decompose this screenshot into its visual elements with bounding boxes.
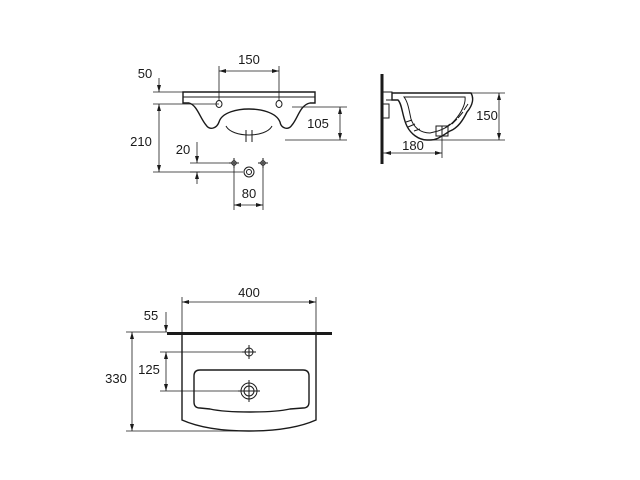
dim-label-projection: 180 bbox=[402, 138, 424, 153]
dim-label-shelf-offset: 55 bbox=[144, 308, 158, 323]
side-basin-inner bbox=[402, 96, 466, 134]
arrow-head bbox=[195, 172, 199, 179]
front-basin-outline bbox=[182, 91, 316, 129]
front-tap-hole-right bbox=[275, 100, 283, 108]
dim-label-width: 400 bbox=[238, 285, 260, 300]
arrow-head bbox=[164, 325, 168, 332]
plan-bowl-outline bbox=[193, 369, 310, 413]
arrow-head bbox=[164, 352, 168, 359]
arrow-head bbox=[157, 104, 161, 111]
plan-shelf-edge bbox=[167, 332, 332, 335]
dim-label-small-offset: 20 bbox=[176, 142, 190, 157]
arrow-head bbox=[234, 203, 241, 207]
arrow-head bbox=[497, 133, 501, 140]
dim-label-tap-to-drain: 125 bbox=[138, 362, 160, 377]
side-basin-outer bbox=[391, 92, 474, 141]
front-bowl-inner bbox=[225, 125, 273, 136]
dim-label-total-depth: 330 bbox=[105, 371, 127, 386]
arrow-head bbox=[497, 93, 501, 100]
arrow-head bbox=[164, 384, 168, 391]
arrow-head bbox=[130, 424, 134, 431]
dim-label-bowl-depth: 105 bbox=[307, 116, 329, 131]
arrow-head bbox=[256, 203, 263, 207]
arrow-head bbox=[309, 300, 316, 304]
arrow-head bbox=[219, 69, 226, 73]
dim-label-side-height: 150 bbox=[476, 108, 498, 123]
arrow-head bbox=[435, 151, 442, 155]
arrow-head bbox=[157, 165, 161, 172]
plan-view: 400 55 125 330 bbox=[105, 285, 332, 432]
arrow-head bbox=[338, 107, 342, 114]
drain-outlet-inner bbox=[246, 169, 252, 175]
side-section: 150 180 bbox=[380, 74, 505, 164]
arrow-head bbox=[130, 332, 134, 339]
wall-bracket bbox=[383, 91, 393, 119]
arrow-head bbox=[338, 133, 342, 140]
dim-label-top-offset: 50 bbox=[138, 66, 152, 81]
arrow-head bbox=[157, 85, 161, 92]
arrow-head bbox=[195, 156, 199, 163]
dim-label-tap-spacing: 150 bbox=[238, 52, 260, 67]
front-elevation: 150 50 210 105 20 80 bbox=[130, 52, 347, 210]
arrow-head bbox=[384, 151, 391, 155]
arrow-head bbox=[272, 69, 279, 73]
arrow-head bbox=[182, 300, 189, 304]
dim-label-fixing-spacing: 80 bbox=[242, 186, 256, 201]
drain-outlet-outer bbox=[243, 166, 255, 178]
dim-label-total-height: 210 bbox=[130, 134, 152, 149]
